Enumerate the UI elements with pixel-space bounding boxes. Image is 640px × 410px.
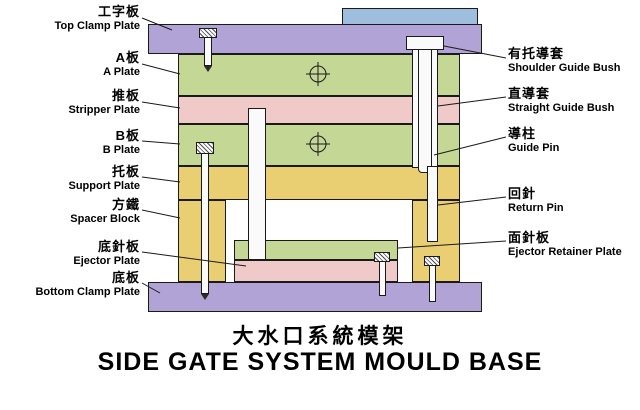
plate-ejector-retainer (234, 240, 398, 260)
label-straight-guide-bush: 直導套 Straight Guide Bush (508, 86, 640, 115)
centre-guide-pillar (248, 108, 266, 260)
leader-a-plate (141, 63, 181, 75)
label-b-plate: B板 B Plate (0, 128, 140, 157)
label-guide-pin-en: Guide Pin (508, 141, 560, 154)
label-shoulder-guide-bush-zh: 有托導套 (508, 46, 565, 61)
label-a-plate-zh: A板 (115, 50, 140, 65)
label-straight-guide-bush-zh: 直導套 (508, 86, 551, 101)
label-ejector-retainer-plate-zh: 面針板 (508, 230, 551, 245)
label-return-pin-zh: 回針 (508, 186, 537, 201)
label-guide-pin: 導柱 Guide Pin (508, 126, 640, 155)
label-b-plate-zh: B板 (115, 128, 140, 143)
leader-stripper (141, 101, 181, 109)
label-support-plate-zh: 托板 (111, 164, 140, 179)
label-shoulder-guide-bush: 有托導套 Shoulder Guide Bush (508, 46, 640, 75)
label-bottom-clamp-plate-en: Bottom Clamp Plate (35, 285, 140, 298)
label-ejector-retainer-plate-en: Ejector Retainer Plate (508, 245, 622, 258)
left-long-screw-head (196, 142, 214, 154)
shoulder-guide-bush-flange (406, 36, 444, 50)
plate-support (178, 166, 460, 200)
label-stripper-plate: 推板 Stripper Plate (0, 88, 140, 117)
left-long-screw-tip (201, 294, 209, 300)
plate-ejector (234, 260, 398, 282)
label-bottom-clamp-plate: 底板 Bottom Clamp Plate (0, 270, 140, 299)
label-spacer-block-en: Spacer Block (70, 212, 140, 225)
label-ejector-plate-zh: 底針板 (97, 239, 140, 254)
label-stripper-plate-en: Stripper Plate (68, 103, 140, 116)
leader-support (141, 176, 181, 183)
right-bottom-screw-shaft (429, 265, 436, 302)
label-top-clamp-plate-en: Top Clamp Plate (54, 19, 140, 32)
label-straight-guide-bush-en: Straight Guide Bush (508, 101, 615, 114)
label-return-pin: 回針 Return Pin (508, 186, 640, 215)
label-spacer-block-zh: 方鐵 (111, 197, 140, 212)
label-ejector-plate: 底針板 Ejector Plate (0, 239, 140, 268)
top-screw-shaft (204, 37, 212, 66)
label-a-plate: A板 A Plate (0, 50, 140, 79)
label-ejector-retainer-plate: 面針板 Ejector Retainer Plate (508, 230, 640, 259)
label-stripper-plate-zh: 推板 (111, 88, 140, 103)
guide-pin-body (418, 49, 432, 173)
label-top-clamp-plate-zh: 工字板 (97, 4, 140, 19)
label-spacer-block: 方鐵 Spacer Block (0, 197, 140, 226)
label-shoulder-guide-bush-en: Shoulder Guide Bush (508, 61, 621, 74)
leader-spacer (141, 209, 181, 219)
label-ejector-plate-en: Ejector Plate (73, 254, 140, 267)
return-pin (427, 166, 438, 242)
ejector-screw-shaft (379, 261, 386, 296)
label-support-plate: 托板 Support Plate (0, 164, 140, 193)
title-chinese: 大水口系統模架 (232, 325, 408, 348)
label-top-clamp-plate: 工字板 Top Clamp Plate (0, 4, 140, 33)
label-support-plate-en: Support Plate (68, 179, 140, 192)
label-b-plate-en: B Plate (102, 143, 140, 156)
label-bottom-clamp-plate-zh: 底板 (111, 270, 140, 285)
leader-b-plate (141, 140, 181, 145)
label-a-plate-en: A Plate (103, 65, 140, 78)
label-guide-pin-zh: 導柱 (508, 126, 537, 141)
top-screw-tip (204, 66, 212, 72)
title-english: SIDE GATE SYSTEM MOULD BASE (97, 348, 543, 376)
label-return-pin-en: Return Pin (508, 201, 564, 214)
left-long-screw-shaft (201, 153, 209, 294)
